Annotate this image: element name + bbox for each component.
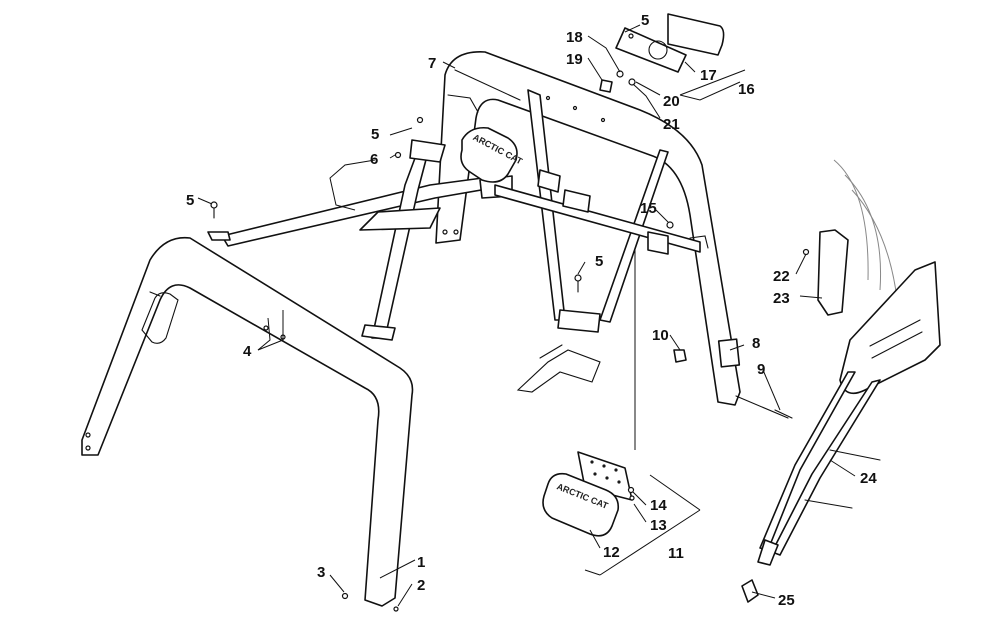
callout-5c: 5 bbox=[595, 253, 603, 270]
callout-10: 10 bbox=[652, 327, 669, 344]
callout-12: 12 bbox=[603, 544, 620, 561]
callout-11: 11 bbox=[668, 545, 684, 562]
callout-24: 24 bbox=[860, 470, 877, 487]
callout-22: 22 bbox=[773, 268, 790, 285]
callout-5d: 5 bbox=[641, 12, 649, 29]
hardware bbox=[210, 116, 793, 612]
callouts: 1 2 3 4 5 5 5 5 6 7 8 9 10 11 12 13 14 1… bbox=[186, 12, 877, 609]
tail-light-assembly bbox=[599, 13, 725, 93]
callout-17: 17 bbox=[700, 67, 717, 84]
callout-9: 9 bbox=[757, 361, 765, 378]
rear-crossbars bbox=[494, 89, 701, 333]
step-bracket bbox=[516, 344, 601, 393]
callout-3: 3 bbox=[317, 564, 325, 581]
callout-8: 8 bbox=[752, 335, 760, 352]
callout-15: 15 bbox=[640, 200, 657, 217]
callout-21: 21 bbox=[663, 116, 680, 133]
callout-4: 4 bbox=[243, 343, 252, 360]
callout-16: 16 bbox=[738, 81, 755, 98]
callout-20: 20 bbox=[663, 93, 680, 110]
callout-19: 19 bbox=[566, 51, 583, 68]
callout-13: 13 bbox=[650, 517, 667, 534]
callout-2: 2 bbox=[417, 577, 425, 594]
lower-pad-assembly: ARCTIC CAT bbox=[542, 451, 635, 537]
side-net bbox=[741, 159, 941, 603]
callout-25: 25 bbox=[778, 592, 795, 609]
callout-5a: 5 bbox=[371, 126, 379, 143]
callout-23: 23 bbox=[773, 290, 790, 307]
callout-14: 14 bbox=[650, 497, 667, 514]
callout-7: 7 bbox=[428, 55, 436, 72]
x-brace bbox=[207, 69, 521, 341]
callout-1: 1 bbox=[417, 554, 425, 571]
callout-5b: 5 bbox=[186, 192, 194, 209]
leader-lines bbox=[197, 24, 856, 607]
callout-18: 18 bbox=[566, 29, 583, 46]
callout-6: 6 bbox=[370, 151, 378, 168]
upper-pad: ARCTIC CAT bbox=[460, 126, 524, 183]
rear-roll-bar bbox=[435, 51, 741, 406]
front-roll-bar bbox=[81, 236, 414, 607]
